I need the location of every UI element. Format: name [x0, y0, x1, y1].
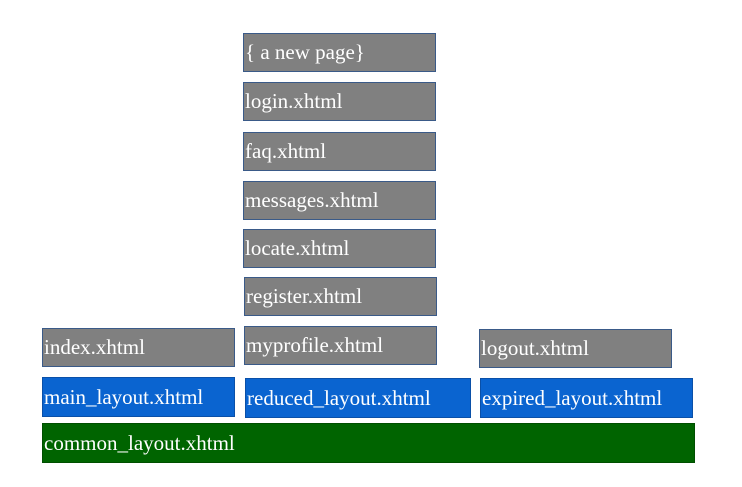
- faq-page-box: faq.xhtml: [243, 132, 436, 171]
- register-page-label: register.xhtml: [246, 284, 363, 308]
- common-layout-label: common_layout.xhtml: [44, 430, 235, 455]
- index-page-label: index.xhtml: [44, 335, 145, 359]
- login-page-box: login.xhtml: [243, 82, 436, 121]
- reduced-layout-label: reduced_layout.xhtml: [247, 385, 431, 410]
- locate-page-box: locate.xhtml: [243, 229, 436, 268]
- messages-page-label: messages.xhtml: [245, 188, 379, 212]
- locate-page-label: locate.xhtml: [245, 236, 350, 260]
- faq-page-label: faq.xhtml: [245, 139, 327, 163]
- logout-page-box: logout.xhtml: [479, 329, 672, 368]
- main-layout-label: main_layout.xhtml: [44, 384, 204, 409]
- expired-layout-box: expired_layout.xhtml: [480, 378, 693, 418]
- login-page-label: login.xhtml: [245, 89, 343, 113]
- myprofile-page-box: myprofile.xhtml: [244, 326, 437, 365]
- reduced-layout-box: reduced_layout.xhtml: [245, 378, 471, 418]
- expired-layout-label: expired_layout.xhtml: [482, 385, 663, 410]
- new-page-box: { a new page}: [243, 33, 436, 72]
- messages-page-box: messages.xhtml: [243, 181, 436, 220]
- new-page-label: { a new page}: [245, 40, 365, 64]
- index-page-box: index.xhtml: [42, 328, 235, 367]
- myprofile-page-label: myprofile.xhtml: [246, 333, 384, 357]
- common-layout-box: common_layout.xhtml: [42, 423, 695, 463]
- register-page-box: register.xhtml: [244, 277, 437, 316]
- main-layout-box: main_layout.xhtml: [42, 377, 235, 417]
- logout-page-label: logout.xhtml: [481, 336, 589, 360]
